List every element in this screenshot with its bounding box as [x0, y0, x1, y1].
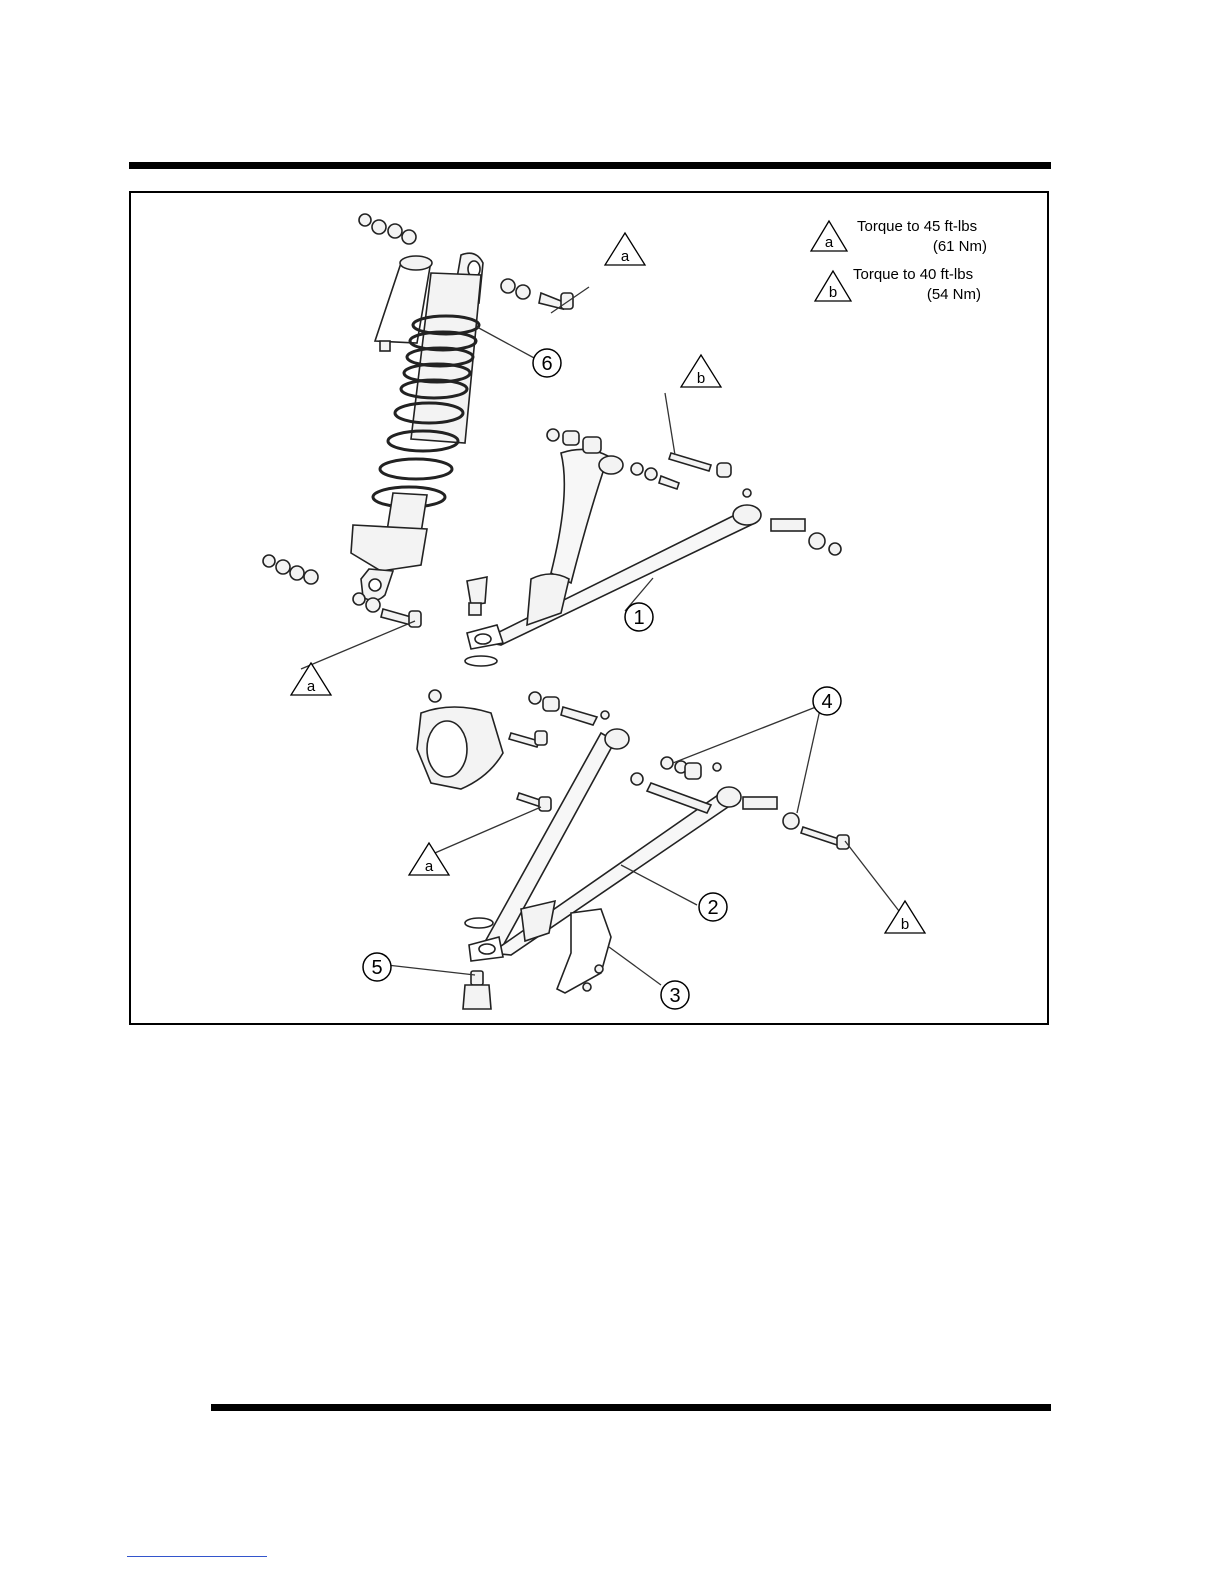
- legend-b-line1: Torque to 40 ft-lbs: [853, 266, 973, 283]
- svg-text:3: 3: [669, 985, 680, 1007]
- shock-absorber: [351, 253, 483, 600]
- legend-a-line2: (61 Nm): [933, 238, 987, 255]
- legend-marker-b: b: [815, 271, 851, 301]
- svg-text:a: a: [825, 234, 834, 251]
- legend-b-line2: (54 Nm): [927, 286, 981, 303]
- steering-knuckle: [417, 690, 551, 811]
- legend-a-line1: Torque to 45 ft-lbs: [857, 218, 977, 235]
- svg-text:b: b: [829, 284, 837, 301]
- upper-a-arm: [465, 449, 761, 666]
- footer-rule: [211, 1404, 1051, 1411]
- callout-3: 3: [661, 981, 689, 1009]
- svg-text:b: b: [901, 916, 909, 933]
- svg-text:1: 1: [633, 607, 644, 629]
- svg-text:a: a: [307, 678, 316, 695]
- suspension-exploded-diagram: 6 1 4 2 3 5 a b a a b: [129, 191, 1049, 1025]
- torque-legend: a Torque to 45 ft-lbs (61 Nm) b Torque t…: [811, 218, 987, 303]
- svg-text:4: 4: [821, 691, 832, 713]
- upper-arm-hardware: [467, 429, 841, 615]
- legend-marker-a: a: [811, 221, 847, 251]
- svg-text:5: 5: [371, 957, 382, 979]
- callout-2: 2: [699, 893, 727, 921]
- svg-text:a: a: [621, 248, 630, 265]
- torque-marker-a-knuckle: a: [409, 843, 449, 875]
- svg-text:b: b: [697, 370, 705, 387]
- torque-marker-a-shock-bottom: a: [291, 663, 331, 695]
- skid-plate: [557, 909, 611, 993]
- ball-joint: [463, 971, 491, 1009]
- callout-4: 4: [813, 687, 841, 715]
- header-rule: [129, 162, 1051, 169]
- torque-marker-b-lower: b: [885, 901, 925, 933]
- callout-1: 1: [625, 603, 653, 631]
- callout-6: 6: [533, 349, 561, 377]
- callout-5: 5: [363, 953, 391, 981]
- torque-marker-a-top: a: [605, 233, 645, 265]
- footer-link-underline: [127, 1556, 267, 1557]
- svg-text:2: 2: [707, 897, 718, 919]
- svg-text:6: 6: [541, 353, 552, 375]
- svg-text:a: a: [425, 858, 434, 875]
- torque-marker-b-upper: b: [681, 355, 721, 387]
